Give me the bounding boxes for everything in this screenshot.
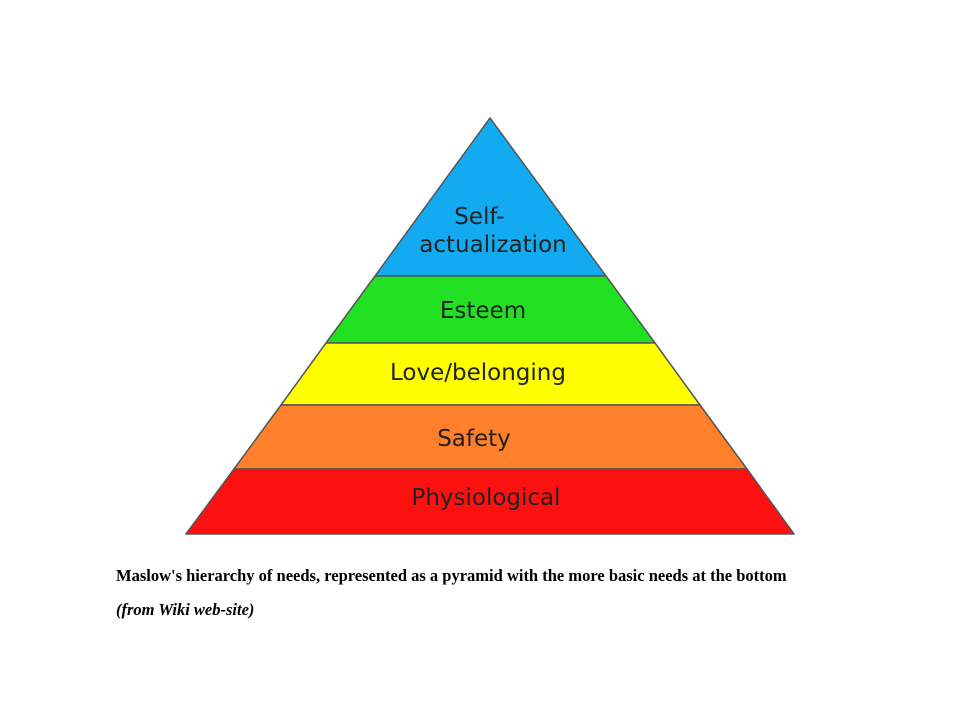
tier-physiological-label: Physiological <box>411 485 560 511</box>
maslow-pyramid: Self- actualization Esteem Love/belongin… <box>185 117 795 535</box>
figure-caption: Maslow's hierarchy of needs, represented… <box>116 566 787 585</box>
tier-esteem-label: Esteem <box>440 298 526 324</box>
tier-self-actualization-label: Self- actualization <box>419 204 566 258</box>
figure-source: (from Wiki web-site) <box>116 600 255 619</box>
tier-love-belonging-label: Love/belonging <box>390 360 566 386</box>
tier-safety-label: Safety <box>437 426 511 452</box>
tier-physiological <box>185 468 795 535</box>
